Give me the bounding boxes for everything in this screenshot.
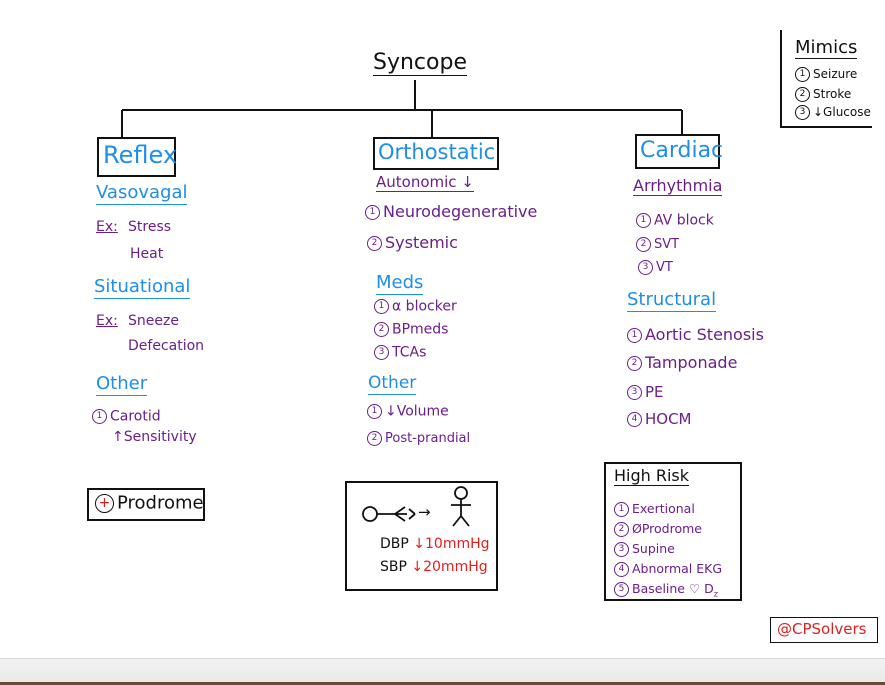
dbp-value: ↓10mmHg xyxy=(413,536,490,552)
cpsolvers-handle: @CPSolvers xyxy=(777,620,867,638)
arrhythmia-label: Arrhythmia xyxy=(633,176,723,196)
mimics-box xyxy=(780,30,872,128)
meds-label: Meds xyxy=(376,272,424,295)
handle-box xyxy=(770,617,878,643)
vasovagal-label: Vasovagal xyxy=(96,182,188,205)
orthostatic-heading: Orthostatic xyxy=(378,140,496,164)
orthostatic-figure-box xyxy=(345,481,498,591)
situational-label: Situational xyxy=(94,276,191,299)
plus-icon: + xyxy=(95,494,114,513)
orthostatic-box xyxy=(373,137,499,170)
diagram-title: Syncope xyxy=(373,50,467,76)
sbp-value: ↓20mmHg xyxy=(411,559,488,575)
prodrome-text: +Prodrome xyxy=(95,494,204,513)
mimics-item-3: 3↓Glucose xyxy=(795,105,871,120)
lying-to-standing-figure-icon xyxy=(362,486,471,527)
dbp-row: DBP ↓10mmHg xyxy=(380,536,490,552)
prodrome-box xyxy=(87,488,205,521)
high-risk-box xyxy=(604,462,742,601)
autonomic-label: Autonomic ↓ xyxy=(376,173,474,192)
reflex-other-label: Other xyxy=(96,373,148,396)
reflex-ex-label-2: Ex: xyxy=(96,313,118,329)
high-risk-heading: High Risk xyxy=(614,466,690,486)
reflex-ex-label-1: Ex: xyxy=(96,219,118,235)
reflex-box xyxy=(97,137,176,177)
reflex-ex1-item-2: Heat xyxy=(130,246,164,262)
structural-label: Structural xyxy=(627,289,717,312)
figure-arrow: → xyxy=(418,503,431,521)
reflex-other-item-2: ↑Sensitivity xyxy=(112,429,197,445)
reflex-ex2-item-1: Sneeze xyxy=(128,313,179,329)
reflex-ex2-item-2: Defecation xyxy=(128,338,205,354)
ortho-other-label: Other xyxy=(368,373,417,395)
cardiac-box xyxy=(635,134,720,169)
sbp-row: SBP ↓20mmHg xyxy=(380,559,488,575)
ortho-other-item-1: 1↓Volume xyxy=(367,404,449,419)
reflex-heading: Reflex xyxy=(103,141,178,169)
cardiac-heading: Cardiac xyxy=(640,138,724,163)
reflex-ex1-item-1: Stress xyxy=(128,219,172,235)
mimics-heading: Mimics xyxy=(795,37,858,59)
